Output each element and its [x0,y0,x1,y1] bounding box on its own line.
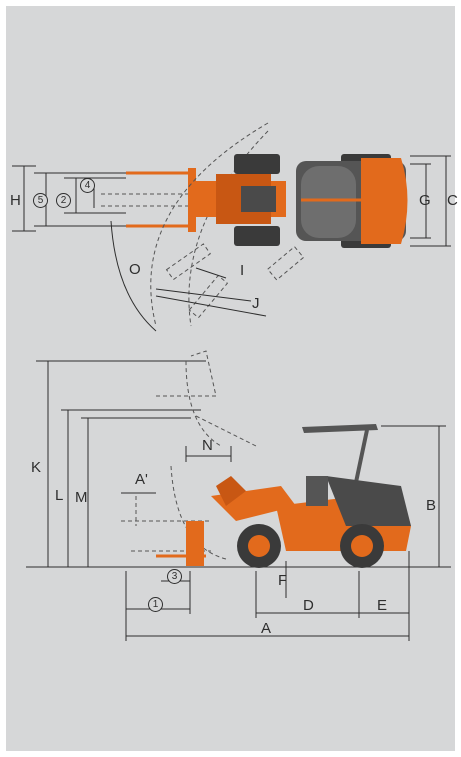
diagram-panel: H C G O I J K L M N A' B F D E A 5 2 4 3… [6,6,458,751]
dimension-label-a-prime: A' [135,471,148,488]
circled-label-5: 5 [33,193,48,208]
dimension-label-d: D [303,597,314,614]
circled-label-1: 1 [148,597,163,612]
top-view [12,122,451,332]
dimension-label-c: C [447,192,458,209]
circled-label-3: 3 [167,569,182,584]
dimension-label-j: J [252,295,260,312]
dimension-label-n: N [202,437,213,454]
dimension-label-i: I [240,262,245,279]
circled-label-2: 2 [56,193,71,208]
dimension-label-b: B [426,497,437,514]
dimension-label-m: M [75,489,88,506]
dimension-label-g: G [419,192,431,209]
dimension-label-l: L [55,487,64,504]
dimension-label-h: H [10,192,21,209]
dimension-label-k: K [31,459,42,476]
dimension-label-o: O [129,261,141,278]
side-view [26,350,451,641]
loader-dimension-drawing [12,122,451,641]
dimension-label-a: A [261,620,272,637]
dimension-label-f: F [278,572,288,589]
dimension-label-e: E [377,597,388,614]
circled-label-4: 4 [80,178,95,193]
